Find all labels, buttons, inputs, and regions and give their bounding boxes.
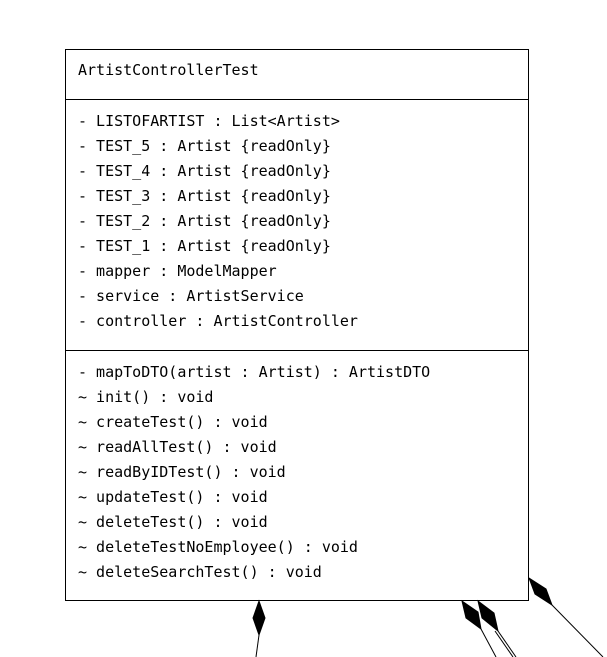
operation-item: ~ deleteTest() : void [78,513,268,531]
attribute-item: - service : ArtistService [78,287,304,305]
composition-connector [461,599,497,657]
operation-item: - mapToDTO(artist : Artist) : ArtistDTO [78,363,431,381]
operation-item: ~ updateTest() : void [78,488,268,506]
operation-item: ~ createTest() : void [78,413,268,431]
uml-class-box: ArtistControllerTest - LISTOFARTIST : Li… [65,49,529,601]
attribute-item: - LISTOFARTIST : List<Artist> [78,112,340,130]
composition-diamond-icon [252,599,266,637]
association-line [480,628,497,657]
operation-item: ~ readByIDTest() : void [78,463,286,481]
attribute-item: - controller : ArtistController [78,312,358,330]
attribute-item: - TEST_4 : Artist {readOnly} [78,162,331,180]
composition-diamond-icon [461,599,482,631]
association-line [255,634,260,657]
operation-item: ~ deleteSearchTest() : void [78,563,322,581]
composition-diamond-icon [528,576,553,607]
composition-connector [528,576,604,657]
class-name: ArtistControllerTest [66,50,528,100]
attribute-item: - TEST_2 : Artist {readOnly} [78,212,331,230]
attribute-item: - mapper : ModelMapper [78,262,277,280]
operation-item: ~ readAllTest() : void [78,438,277,456]
attributes-compartment: - LISTOFARTIST : List<Artist> - TEST_5 :… [66,100,528,351]
composition-diamond-icon [477,599,499,633]
operation-item: ~ deleteTestNoEmployee() : void [78,538,358,556]
operation-item: ~ init() : void [78,388,214,406]
association-line [494,630,514,657]
composition-connector [252,599,266,657]
attribute-item: - TEST_3 : Artist {readOnly} [78,187,331,205]
attribute-item: - TEST_5 : Artist {readOnly} [78,137,331,155]
association-line [551,604,604,657]
attribute-item: - TEST_1 : Artist {readOnly} [78,237,331,255]
association-line [497,630,517,657]
operations-compartment: - mapToDTO(artist : Artist) : ArtistDTO … [66,351,528,585]
composition-connector [477,599,517,657]
